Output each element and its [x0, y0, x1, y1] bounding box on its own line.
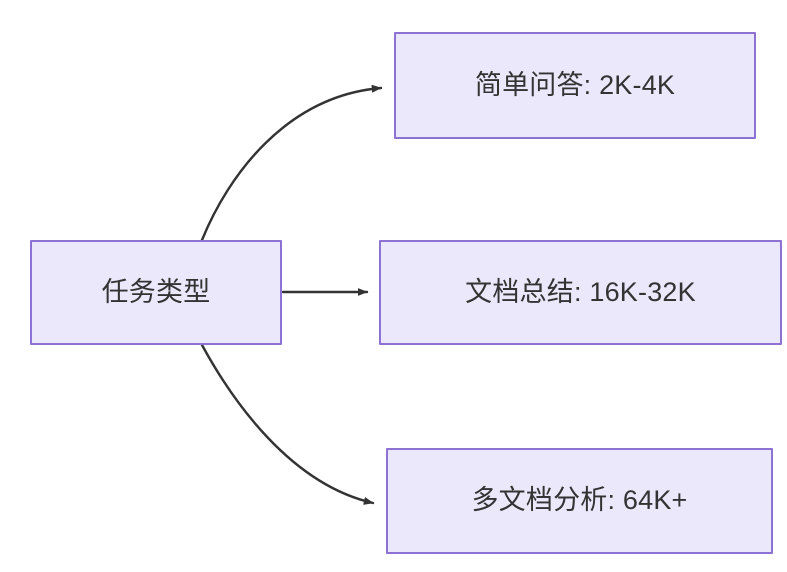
node-doc-summary-label: 文档总结: 16K-32K: [465, 276, 696, 307]
node-multidoc-analysis-label: 多文档分析: 64K+: [471, 485, 688, 516]
node-task-type[interactable]: 任务类型: [30, 240, 282, 345]
node-task-type-label: 任务类型: [101, 276, 211, 307]
edge-source-multidoc: [200, 343, 375, 505]
node-simple-qa[interactable]: 简单问答: 2K-4K: [394, 32, 756, 139]
node-multidoc-analysis[interactable]: 多文档分析: 64K+: [386, 448, 773, 554]
node-simple-qa-label: 简单问答: 2K-4K: [474, 69, 676, 100]
node-doc-summary[interactable]: 文档总结: 16K-32K: [379, 240, 782, 345]
edge-source-simple-qa: [200, 84, 383, 242]
